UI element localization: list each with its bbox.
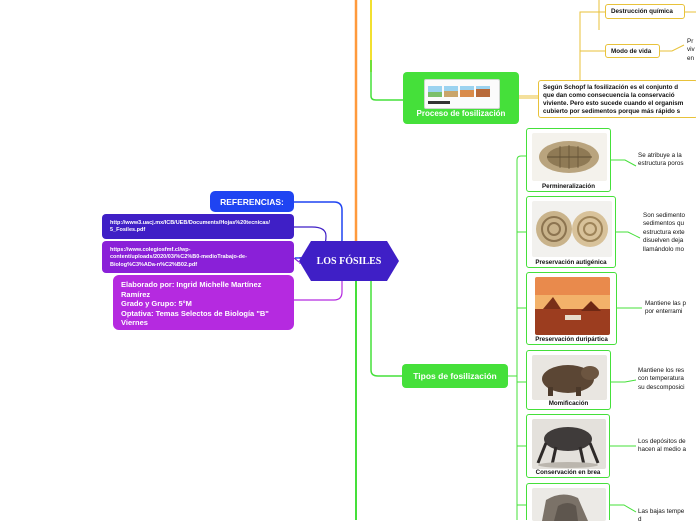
reference-url-line: 5_Fosiles.pdf <box>110 227 146 234</box>
congelacion-text: Las bajas tempe d <box>638 508 684 525</box>
leaf-line: estructura poros <box>638 160 684 168</box>
central-topic-label: LOS FÓSILES <box>316 255 382 267</box>
trilobite-image <box>532 133 607 181</box>
card-preservacion-autigenica[interactable]: Preservación autigénica <box>526 196 616 268</box>
author-line: Elaborado por: Ingrid Michelle Martínez <box>121 280 262 289</box>
reference-url-line: content/uploads/2020/03/%C2%B0-medioTrab… <box>110 254 247 261</box>
references-node[interactable]: REFERENCIAS: <box>210 191 294 212</box>
leaf-line: Se atribuye a la <box>638 152 682 159</box>
leaf-line: sedimentos qu <box>643 220 684 228</box>
modo-de-vida-node[interactable]: Modo de vida <box>605 44 660 58</box>
proceso-fosilizacion-node[interactable]: Proceso de fosilización <box>403 72 519 124</box>
reference-url-line: Biolog%C3%ADa-n%C2%B02.pdf <box>110 261 198 268</box>
central-topic[interactable]: LOS FÓSILES <box>299 241 399 281</box>
ammonite-image <box>532 201 612 257</box>
proceso-label: Proceso de fosilización <box>416 109 506 118</box>
leaf-line: Son sedimento <box>643 212 686 219</box>
card-conservacion-brea[interactable]: Conservación en brea <box>526 414 610 478</box>
author-line: Viernes <box>121 318 148 328</box>
brea-text: Los depósitos de hacen al medio a <box>638 438 686 455</box>
definition-line: Según Schopf la fosilización es el conju… <box>543 84 679 91</box>
tar-fossil-image <box>532 419 606 469</box>
leaf-line: Pr <box>687 38 694 45</box>
destruccion-quimica-node[interactable]: Destrucción química <box>605 4 685 19</box>
fossil-landscape-image <box>535 277 610 335</box>
duripartica-text: Mantiene las p por enterrami <box>645 300 686 317</box>
card-label: Preservación duripártica <box>535 336 608 343</box>
modo-de-vida-text: Pr viv en <box>687 38 695 63</box>
leaf-line: Las bajas tempe <box>638 508 685 515</box>
card-label: Momificación <box>548 400 589 407</box>
leaf-line: viv <box>687 46 695 54</box>
author-line: Grado y Grupo: 5°M <box>121 299 192 309</box>
schopf-definition-node[interactable]: Según Schopf la fosilización es el conju… <box>538 80 696 118</box>
modo-label: Modo de vida <box>611 47 652 55</box>
leaf-line: en <box>687 54 695 62</box>
leaf-line: estructura exte <box>643 228 685 236</box>
card-label: Conservación en brea <box>535 469 601 476</box>
leaf-line: Mantiene las p <box>645 300 686 307</box>
leaf-line: con temperatura <box>638 375 684 383</box>
leaf-line: Los depósitos de <box>638 438 686 445</box>
mummified-animal-image <box>532 355 607 400</box>
author-node[interactable]: Elaborado por: Ingrid Michelle Martínez … <box>113 275 294 330</box>
leaf-line: hacen al medio a <box>638 446 686 454</box>
leaf-line: su descomposici <box>638 383 685 391</box>
definition-line: que dan como consecuencia la conservació <box>543 92 675 100</box>
card-preservacion-duripartica[interactable]: Preservación duripártica <box>526 272 617 345</box>
leaf-line: d <box>638 516 642 524</box>
reference-url-node-2[interactable]: https://www.colegiosfmf.cl/wp- content/u… <box>102 241 294 273</box>
leaf-line: llamándolo mo <box>643 245 684 253</box>
author-line: Optativa: Temas Selectos de Biología "B" <box>121 308 269 318</box>
frozen-fossil-image <box>532 488 606 521</box>
card-congelacion[interactable] <box>526 483 610 521</box>
autigenica-text: Son sedimento sedimentos qu estructura e… <box>643 212 685 254</box>
references-label: REFERENCIAS: <box>220 196 284 207</box>
definition-line: viviente. Pero esto sucede cuando el org… <box>543 100 684 108</box>
reference-url-node-1[interactable]: http://www3.uacj.mx/ICB/UEB/Documents/Ho… <box>102 214 294 239</box>
momificacion-text: Mantiene los res con temperatura su desc… <box>638 367 685 392</box>
tipos-label: Tipos de fosilización <box>413 371 497 381</box>
leaf-line: disuelven deja <box>643 237 684 245</box>
author-line: Ramírez <box>121 289 151 299</box>
definition-line: cubierto por sedimentos porque más rápid… <box>543 108 681 116</box>
card-permineralizacion[interactable]: Permineralización <box>526 128 611 192</box>
card-label: Preservación autigénica <box>535 259 607 266</box>
leaf-line: Mantiene los res <box>638 367 685 374</box>
proceso-illustration <box>424 79 500 109</box>
tipos-fosilizacion-node[interactable]: Tipos de fosilización <box>402 364 508 388</box>
reference-url-line: http://www3.uacj.mx/ICB/UEB/Documents/Ho… <box>110 220 270 226</box>
reference-url-line: https://www.colegiosfmf.cl/wp- <box>110 247 191 253</box>
card-label: Permineralización <box>542 183 595 190</box>
card-momificacion[interactable]: Momificación <box>526 350 611 410</box>
leaf-line: por enterrami <box>645 308 683 316</box>
permineralizacion-text: Se atribuye a la estructura poros <box>638 152 684 169</box>
destruccion-label: Destrucción química <box>611 8 673 15</box>
